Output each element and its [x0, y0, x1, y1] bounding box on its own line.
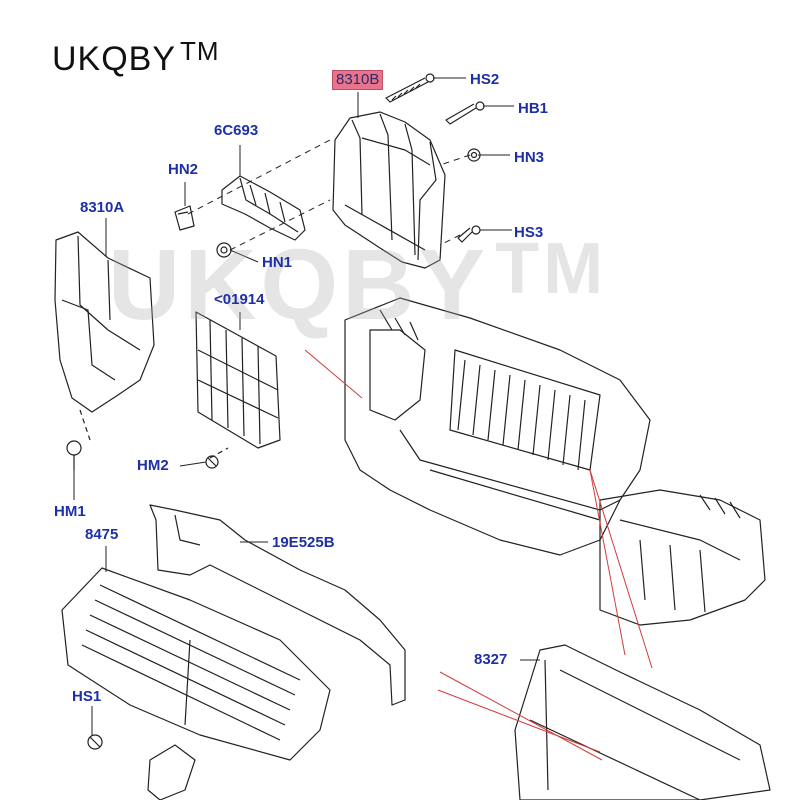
callout-6c693: 6C693 [214, 122, 259, 139]
duct-8310a [54, 231, 155, 413]
callout-hm2: HM2 [137, 457, 169, 474]
callout-hm1: HM1 [54, 503, 86, 520]
frame-8327 [514, 644, 771, 800]
panel-01914 [195, 311, 281, 449]
callout-hs1: HS1 [72, 688, 102, 705]
pin-hm1 [66, 440, 82, 470]
screw-hs1 [87, 734, 103, 750]
callout-19e525b: 19E525B [272, 534, 335, 551]
callout-hn2: HN2 [168, 161, 199, 178]
callout-hs2: HS2 [470, 71, 500, 88]
watermark-trademark: TM [495, 229, 608, 309]
brand-name: UKQBY [52, 40, 177, 78]
callout-hs3: HS3 [514, 224, 544, 241]
bracket-19e525b [149, 504, 406, 706]
grille-8475 [61, 567, 331, 761]
callout-01914: <01914 [214, 291, 265, 308]
watermark-name: UKQBY [108, 229, 490, 341]
callout-hb1: HB1 [518, 100, 549, 117]
lower-bracket [147, 744, 196, 800]
watermark: UKQBYTM [108, 228, 607, 343]
callout-8310a: 8310A [80, 199, 125, 216]
screw-hm2 [205, 455, 219, 469]
screw-hs2 [385, 73, 435, 103]
bolt-hb1 [445, 101, 485, 125]
callout-hn1: HN1 [262, 254, 293, 271]
clip-hn2 [174, 205, 195, 231]
front-end-carrier [344, 297, 766, 626]
callout-8310b: 8310B [332, 70, 384, 90]
brand-trademark: TM [180, 36, 220, 66]
callout-hn3: HN3 [514, 149, 545, 166]
callout-8475: 8475 [85, 526, 119, 543]
callout-8327: 8327 [474, 651, 508, 668]
deflector-8310b [332, 111, 446, 269]
